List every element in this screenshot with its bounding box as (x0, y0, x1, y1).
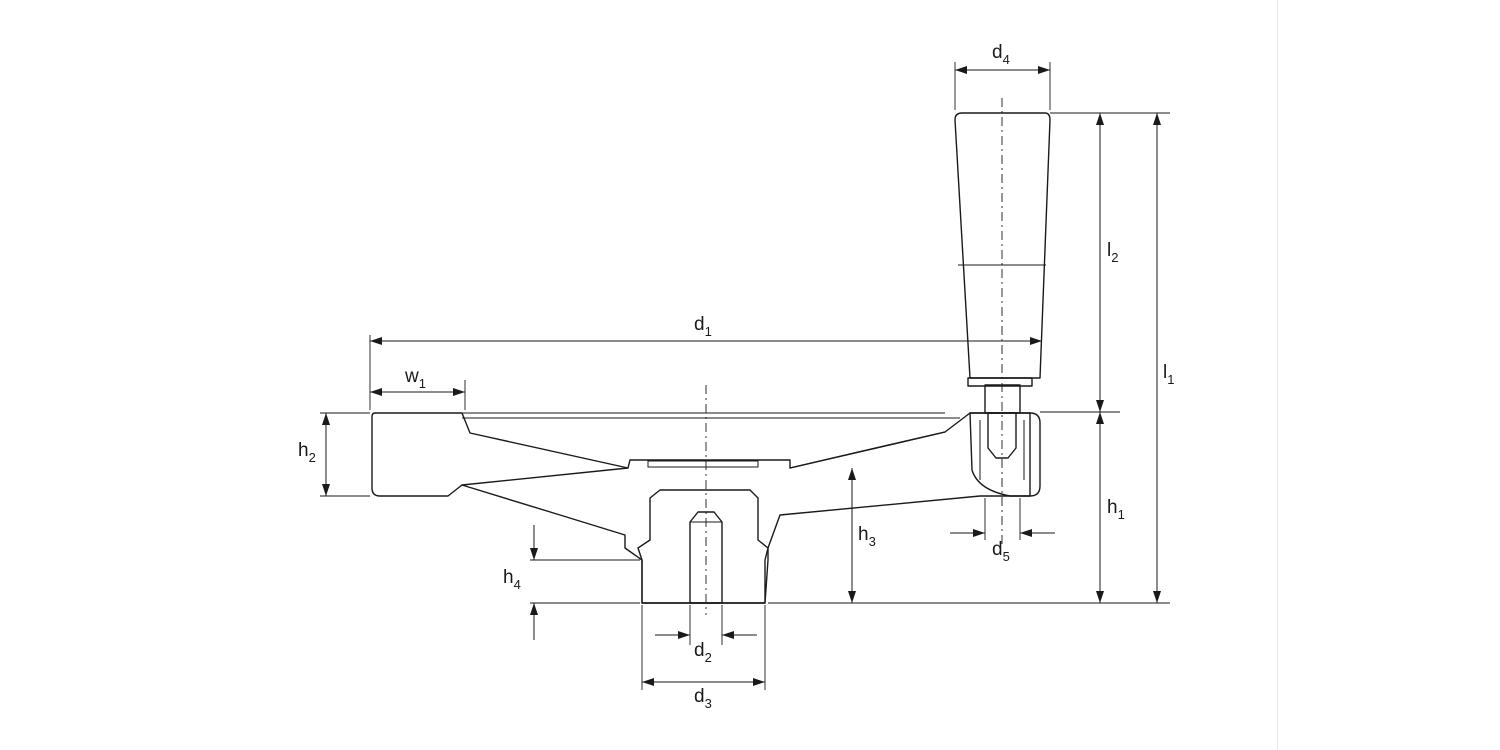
web-upper-right (789, 431, 946, 469)
label-h3: h3 (858, 524, 876, 549)
dimension-labels: d1 w1 h2 d4 l2 l1 h1 h3 h4 d5 d2 d3 (298, 42, 1174, 711)
centre-lines (705, 98, 1003, 615)
wheel-body-section (371, 412, 1031, 604)
label-h1: h1 (1107, 497, 1125, 522)
handle-base-ring (967, 377, 1033, 387)
dimension-lines (322, 66, 1161, 686)
hub-top-recess (647, 460, 759, 468)
label-h4: h4 (503, 567, 521, 592)
label-l2: l2 (1107, 240, 1118, 265)
label-l1: l1 (1163, 362, 1174, 387)
handle-grip (954, 112, 1051, 379)
wheel-rim-hub-profile (371, 412, 1031, 604)
revolving-handle (954, 112, 1051, 387)
label-d1: d1 (694, 314, 712, 339)
label-d5: d5 (992, 539, 1010, 564)
handle-pin-insert (969, 384, 1041, 497)
bushing-profile (637, 489, 769, 604)
web-lower-left (461, 467, 629, 486)
hub-bushing (637, 489, 769, 604)
extension-lines (320, 62, 1170, 690)
label-h2: h2 (298, 440, 316, 465)
label-w1: w1 (404, 366, 426, 391)
label-d2: d2 (694, 640, 712, 665)
pin-insert-profile (969, 412, 1041, 497)
label-d4: d4 (992, 42, 1010, 67)
page-edge-divider (1277, 0, 1278, 750)
pin-collar (984, 384, 1021, 414)
label-d3: d3 (694, 686, 712, 711)
